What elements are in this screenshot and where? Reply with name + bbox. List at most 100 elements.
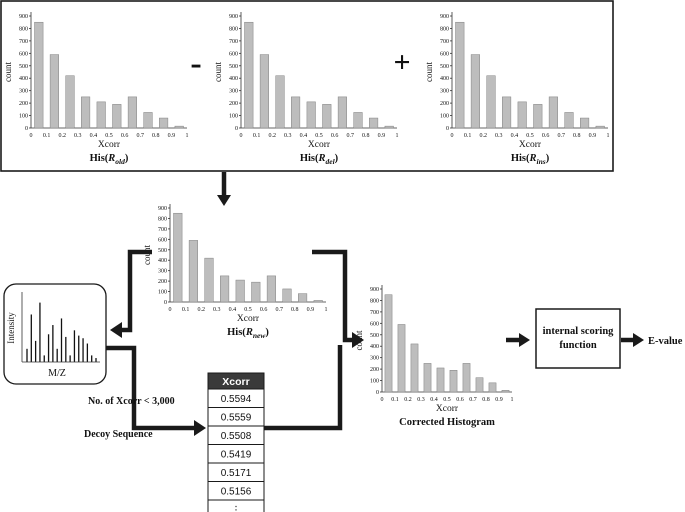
xcorr-condition-label: No. of Xcorr < 3,000 [88, 396, 175, 407]
x-tick-label: 0.8 [362, 133, 370, 139]
y-tick-label: 100 [158, 290, 167, 296]
histogram-bar [384, 294, 393, 393]
histogram-bar [353, 112, 363, 129]
x-tick-label: 0.4 [229, 307, 237, 313]
x-tick-label: 0.1 [182, 307, 190, 313]
spectrum-x-label: M/Z [48, 368, 66, 379]
histogram-bar [455, 21, 465, 129]
x-tick-label: 0.1 [43, 133, 51, 139]
x-tick-label: 0.1 [253, 133, 261, 139]
x-tick-label: 0 [381, 397, 384, 403]
x-tick-label: 0.4 [430, 397, 438, 403]
histogram-bar [65, 75, 75, 129]
x-tick-label: 0.2 [197, 307, 205, 313]
connector-spectrum-to-decoy [106, 345, 206, 436]
x-tick-label: 0.2 [58, 133, 66, 139]
x-axis-label: Xcorr [308, 140, 331, 150]
y-tick-label: 300 [440, 89, 449, 95]
x-tick-label: 0.3 [74, 133, 82, 139]
y-axis-label: count [142, 245, 152, 265]
y-tick-label: 400 [229, 76, 238, 82]
histogram-bar [188, 240, 198, 303]
chart-caption: His(Rins) [511, 153, 550, 166]
internal-scoring-line2: function [559, 340, 597, 351]
x-tick-label: 1 [511, 397, 514, 403]
x-tick-label: 0.6 [260, 307, 268, 313]
arrow-to-his-new [217, 172, 231, 206]
y-tick-label: 600 [370, 321, 379, 327]
histogram-bar [143, 112, 153, 129]
internal-scoring-line1: internal scoring [543, 326, 615, 337]
mass-spectrum-box: Intensity M/Z [3, 283, 107, 385]
x-tick-label: 0.8 [573, 133, 581, 139]
x-tick-label: 0.5 [244, 307, 252, 313]
decoy-sequence-label: Decoy Sequence [84, 429, 153, 440]
x-tick-label: 0.7 [136, 133, 144, 139]
x-tick-label: 1 [607, 133, 610, 139]
table-cell-value: 0.5156 [221, 487, 252, 498]
y-tick-label: 200 [229, 101, 238, 107]
histogram-bar [275, 75, 285, 129]
connector-decoy-to-corrected [264, 345, 343, 431]
x-tick-label: 0.5 [443, 397, 451, 403]
histogram-bar [34, 21, 44, 129]
histogram-bar [517, 101, 527, 129]
y-tick-label: 900 [229, 14, 238, 20]
x-tick-label: 0.9 [378, 133, 386, 139]
chart-caption: Corrected Histogram [399, 417, 495, 428]
x-tick-label: 0 [240, 133, 243, 139]
x-tick-label: 0.4 [300, 133, 308, 139]
decoy-xcorr-table: Xcorr0.55940.55590.55080.54190.51710.515… [207, 372, 265, 512]
y-tick-label: 800 [19, 26, 28, 32]
y-tick-label: 900 [158, 206, 167, 212]
histogram-bar [159, 117, 169, 129]
y-tick-label: 500 [19, 64, 28, 70]
x-tick-label: 1 [325, 307, 328, 313]
x-tick-label: 0.8 [291, 307, 299, 313]
minus-operator: - [190, 45, 201, 82]
arrow-to-evalue [621, 333, 644, 347]
table-cell-value: ⋮ [231, 505, 241, 512]
y-axis-label: count [3, 62, 13, 82]
y-tick-label: 100 [229, 114, 238, 120]
x-tick-label: 0.7 [557, 133, 565, 139]
x-tick-label: 0.6 [331, 133, 339, 139]
x-tick-label: 0.6 [121, 133, 129, 139]
table-header-label: Xcorr [222, 376, 249, 388]
x-tick-label: 0.4 [90, 133, 98, 139]
y-tick-label: 400 [19, 76, 28, 82]
chart-caption: His(Rdel) [300, 153, 339, 166]
histogram-bar [384, 125, 394, 129]
connector-to-spectrum [110, 249, 152, 338]
table-cell-value: 0.5508 [221, 431, 252, 442]
x-tick-label: 0.3 [284, 133, 292, 139]
x-tick-label: 0.7 [275, 307, 283, 313]
histogram-bar [112, 104, 122, 129]
x-tick-label: 0.6 [456, 397, 464, 403]
y-tick-label: 500 [370, 333, 379, 339]
y-tick-label: 900 [19, 14, 28, 20]
y-tick-label: 0 [235, 126, 238, 132]
histogram-bar [49, 54, 59, 129]
histogram-bar [220, 275, 230, 303]
connector-to-corrected [312, 249, 364, 348]
x-tick-label: 0.1 [464, 133, 472, 139]
histogram-bar [96, 101, 106, 129]
x-tick-label: 1 [396, 133, 399, 139]
histogram-bar [298, 293, 308, 303]
x-tick-label: 0 [451, 133, 454, 139]
histogram-bar [322, 104, 332, 129]
x-tick-label: 0 [169, 307, 172, 313]
histogram-bar [251, 281, 261, 303]
histogram-bar [436, 367, 445, 393]
y-tick-label: 0 [164, 300, 167, 306]
y-tick-label: 300 [370, 356, 379, 362]
y-tick-label: 400 [370, 344, 379, 350]
histogram-bar [266, 275, 276, 303]
histogram-bar [291, 96, 301, 129]
x-tick-label: 0.8 [152, 133, 160, 139]
